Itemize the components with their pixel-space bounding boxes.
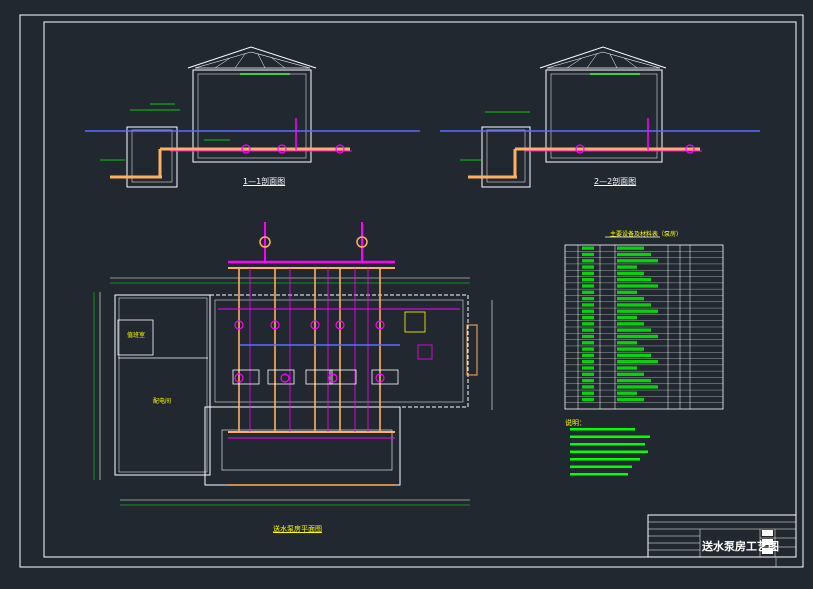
table-cell-mark [617,372,644,376]
table-cell-mark [582,397,594,402]
table-cell-mark [617,347,644,351]
table-cell-mark [582,284,594,288]
table-cell-mark [582,391,594,395]
title-block-drawing [647,514,797,567]
table-cell-mark [617,360,658,364]
table-cell-mark [582,278,594,282]
note-line [570,458,640,461]
table-cell-mark [582,347,594,351]
table-cell-mark [617,252,651,257]
table-cell-mark [582,259,594,263]
table-cell-mark [617,334,658,339]
drawing-title: 送水泵房工艺图 [702,540,779,553]
table-cell-mark [582,265,594,269]
table-cell-mark [582,290,594,294]
table-cell-mark [617,366,637,370]
table-cell-mark [582,341,594,345]
table-cell-mark [582,315,594,320]
table-cell-mark [582,334,594,339]
table-cell-mark [617,378,651,383]
equipment-table-drawing [564,236,724,476]
room-label-power: 配电间 [153,398,172,405]
table-cell-mark [582,322,594,326]
table-cell-mark [582,328,594,332]
table-cell-mark [617,309,658,313]
table-cell-mark [582,309,594,313]
plan-title: 送水泵房平面图 [273,525,322,533]
table-cell-mark [617,259,658,263]
table-cell-mark [582,271,594,276]
section-2-2-drawing [440,46,760,188]
table-cell-mark [582,296,594,301]
table-cell-mark [617,246,644,250]
table-cell-mark [582,385,594,389]
table-cell-mark [617,265,637,269]
table-cell-mark [582,252,594,257]
table-cell-mark [582,366,594,370]
table-cell-mark [582,353,594,358]
outer-frame [19,14,804,568]
table-cell-mark [617,397,644,402]
table-cell-mark [582,303,594,307]
table-cell-mark [617,322,644,326]
room-label-duty: 值班室 [127,332,146,339]
table-cell-mark [617,296,644,301]
note-line [570,450,648,453]
note-line [570,428,635,431]
section-2-2-title: 2—2剖面图 [594,177,637,186]
table-cell-mark [617,284,658,288]
notes-title: 说明： [565,419,586,427]
section-1-1-drawing [85,46,420,188]
note-line [570,465,632,468]
table-cell-mark [617,391,637,395]
table-cell-mark [617,271,644,276]
table-cell-mark [582,246,594,250]
table-cell-mark [582,372,594,376]
table-cell-mark [617,341,637,345]
table-cell-mark [582,360,594,364]
note-line [570,473,628,476]
table-cell-mark [617,328,651,332]
note-line [570,443,645,446]
table-cell-mark [617,290,637,294]
inner-frame [43,21,797,558]
equipment-table-title: 主要设备及材料表（泵房） [610,231,683,238]
table-cell-mark [617,278,651,282]
table-cell-mark [617,353,651,358]
table-cell-mark [617,315,637,320]
pump-house-plan-drawing [93,222,493,506]
section-1-1-title: 1—1剖面图 [243,177,286,186]
note-line [570,435,650,438]
table-cell-mark [617,303,651,307]
table-cell-mark [617,385,658,389]
table-cell-mark [582,378,594,383]
